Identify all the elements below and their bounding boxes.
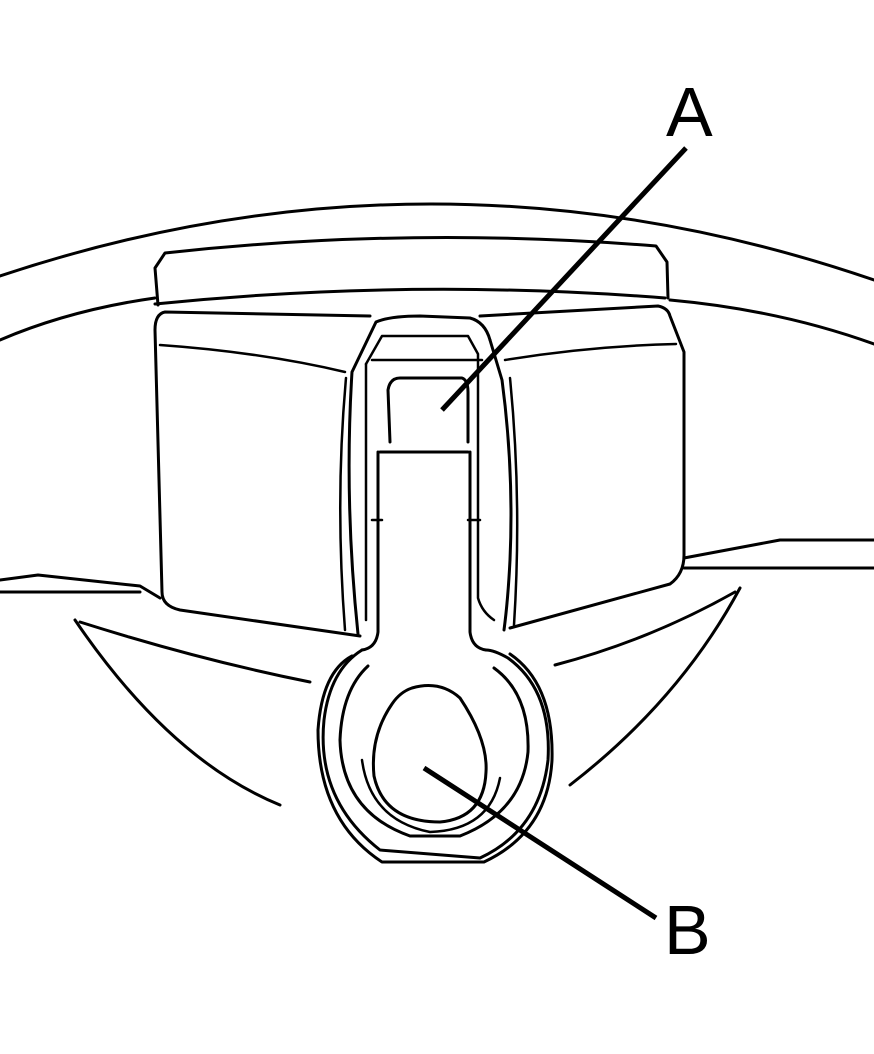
housing-outer-arc: [0, 202, 874, 282]
slot-inner-right: [508, 376, 519, 627]
slot-rim: [364, 334, 496, 622]
leader-line-a: [440, 146, 688, 412]
pin-shaft: [360, 450, 488, 652]
housing-outline: [0, 202, 874, 346]
leader-line-b: [422, 765, 658, 921]
block-top-cap: [153, 235, 670, 307]
block-top-edge: [153, 287, 667, 306]
slot-groove: [339, 314, 519, 636]
callout-label-a: A: [666, 73, 713, 151]
eyelet-hole-shadow: [360, 758, 502, 834]
side-flanges: [0, 538, 874, 600]
skirt-right-inner: [553, 590, 737, 667]
skirt-left-inner: [78, 620, 312, 684]
slot-outer-left: [347, 314, 492, 636]
slot-inner-left: [339, 376, 348, 632]
left-flange-top: [0, 573, 162, 600]
block-front-face: [153, 304, 686, 638]
callout-label-b: B: [664, 891, 711, 969]
block-face-right-curve: [503, 342, 678, 362]
central-block: [153, 235, 686, 638]
slot-outer-right: [488, 338, 513, 632]
retainer-pin: [360, 376, 488, 652]
pin-head: [386, 376, 470, 444]
eyelet-outer: [321, 648, 550, 860]
block-face-left-curve: [158, 343, 347, 374]
housing-inner-arc-left: [0, 296, 157, 342]
lower-skirt: [73, 586, 742, 807]
eyelet-hole: [371, 684, 488, 824]
right-flange-top: [682, 538, 874, 560]
eyelet-outer-border: [316, 652, 554, 864]
eyelet-middle: [338, 664, 530, 838]
housing-inner-arc-right: [668, 298, 874, 346]
eyelet-ring: [316, 648, 554, 864]
skirt-left-outer: [73, 618, 282, 807]
skirt-right-outer: [568, 586, 742, 787]
